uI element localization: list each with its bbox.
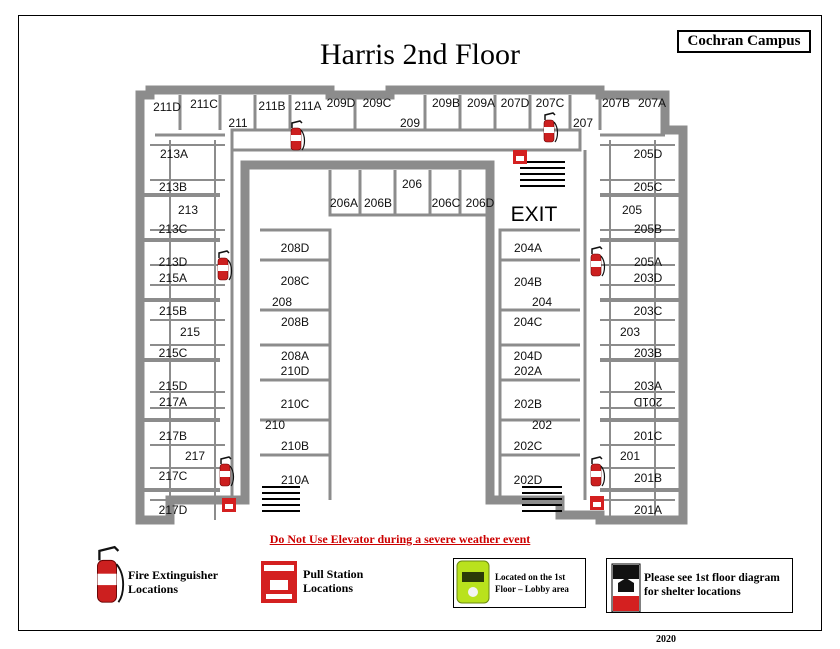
pull-station-icon xyxy=(513,150,527,164)
room-label: 204C xyxy=(514,315,543,329)
room-label: 215B xyxy=(159,304,187,318)
room-label: 201 xyxy=(620,449,640,463)
room-label: 204D xyxy=(514,349,543,363)
room-label: 215D xyxy=(159,379,188,393)
legend-pull-station-label: Pull Station Locations xyxy=(303,567,364,595)
stairs-southwest xyxy=(262,486,300,512)
pull-station-icon xyxy=(261,561,297,603)
exit-label: EXIT xyxy=(511,203,558,226)
room-label: 201C xyxy=(634,429,663,443)
room-label: 205C xyxy=(634,180,663,194)
room-label: 210C xyxy=(281,397,310,411)
room-label: 206A xyxy=(330,196,358,210)
legend-aed-label: Located on the 1st Floor – Lobby area xyxy=(495,572,569,594)
room-label: 202A xyxy=(514,364,542,378)
room-label: 215A xyxy=(159,271,187,285)
room-label: 213C xyxy=(159,222,188,236)
room-label: 202D xyxy=(514,473,543,487)
room-label: 217 xyxy=(185,449,205,463)
room-label: 207B xyxy=(602,96,630,110)
room-label: 206C xyxy=(432,196,461,210)
shelter-sign-icon xyxy=(611,563,641,613)
room-label: 209B xyxy=(432,96,460,110)
room-label: 205B xyxy=(634,222,662,236)
legend-aed-box xyxy=(453,558,586,608)
room-label: 208B xyxy=(281,315,309,329)
room-label: 202 xyxy=(532,418,552,432)
room-label: 206D xyxy=(466,196,495,210)
legend-shelter-label: Please see 1st floor diagram for shelter… xyxy=(644,572,780,598)
pull-station-icon xyxy=(222,498,236,512)
room-label: 201A xyxy=(634,503,662,517)
fire-extinguisher-icon xyxy=(543,112,559,143)
room-label: 210D xyxy=(281,364,310,378)
room-label: 203B xyxy=(634,346,662,360)
room-label: 206B xyxy=(364,196,392,210)
room-label: 213D xyxy=(159,255,188,269)
fire-extinguisher-icon xyxy=(290,120,306,151)
room-label: 202C xyxy=(514,439,543,453)
room-label: 207 xyxy=(573,116,593,130)
pull-station-icon xyxy=(590,496,604,510)
legend-shelter-box xyxy=(606,558,793,613)
legend-fire-extinguisher-label: Fire Extinguisher Locations xyxy=(128,568,218,596)
room-label: 203A xyxy=(634,379,662,393)
room-label: 204A xyxy=(514,241,542,255)
room-label: 207A xyxy=(638,96,666,110)
room-label: 217B xyxy=(159,429,187,443)
room-label: 208C xyxy=(281,274,310,288)
room-label: 209A xyxy=(467,96,495,110)
building-walls xyxy=(135,85,688,525)
room-label: 203 xyxy=(620,325,640,339)
room-label: 213B xyxy=(159,180,187,194)
room-label: 205D xyxy=(634,147,663,161)
year-label: 2020 xyxy=(656,634,676,645)
fire-extinguisher-icon xyxy=(590,456,606,487)
room-label: 211D xyxy=(153,100,181,114)
page-title: Harris 2nd Floor xyxy=(320,38,520,71)
campus-label: Cochran Campus xyxy=(677,30,811,53)
elevator-warning: Do Not Use Elevator during a severe weat… xyxy=(269,532,531,546)
room-label: 205 xyxy=(622,203,642,217)
room-label: 211B xyxy=(258,99,285,113)
room-label: 209D xyxy=(327,96,356,110)
aed-icon xyxy=(456,560,490,604)
stairs-southeast xyxy=(522,486,562,512)
room-label: 203D xyxy=(634,271,663,285)
room-label: 217D xyxy=(159,503,188,517)
fire-extinguisher-icon xyxy=(97,545,125,603)
room-label: 207C xyxy=(536,96,565,110)
room-label: 217A xyxy=(159,395,187,409)
room-label: 206 xyxy=(402,177,422,191)
room-label: 210A xyxy=(281,473,309,487)
room-label: 213A xyxy=(160,147,188,161)
room-label: 209 xyxy=(400,116,420,130)
room-label: 211A xyxy=(294,99,321,113)
room-label: 204B xyxy=(514,275,542,289)
room-label: 208D xyxy=(281,241,310,255)
room-label: 211C xyxy=(190,97,218,111)
room-label: 203C xyxy=(634,304,663,318)
room-label: 207D xyxy=(501,96,530,110)
room-label: 215 xyxy=(180,325,200,339)
room-label: 201B xyxy=(634,471,662,485)
room-label: 217C xyxy=(159,469,188,483)
stairs-north xyxy=(520,161,565,187)
room-label: 210 xyxy=(265,418,285,432)
room-label: 215C xyxy=(159,346,188,360)
map-frame xyxy=(18,15,822,631)
room-label: 201D xyxy=(633,395,662,409)
room-label: 213 xyxy=(178,203,198,217)
room-label: 204 xyxy=(532,295,552,309)
fire-extinguisher-icon xyxy=(217,250,233,281)
room-label: 209C xyxy=(363,96,392,110)
room-label: 210B xyxy=(281,439,309,453)
room-label: 208A xyxy=(281,349,309,363)
fire-extinguisher-icon xyxy=(590,246,606,277)
room-label: 205A xyxy=(634,255,662,269)
room-label: 202B xyxy=(514,397,542,411)
room-label: 211 xyxy=(228,116,247,130)
room-label: 208 xyxy=(272,295,292,309)
